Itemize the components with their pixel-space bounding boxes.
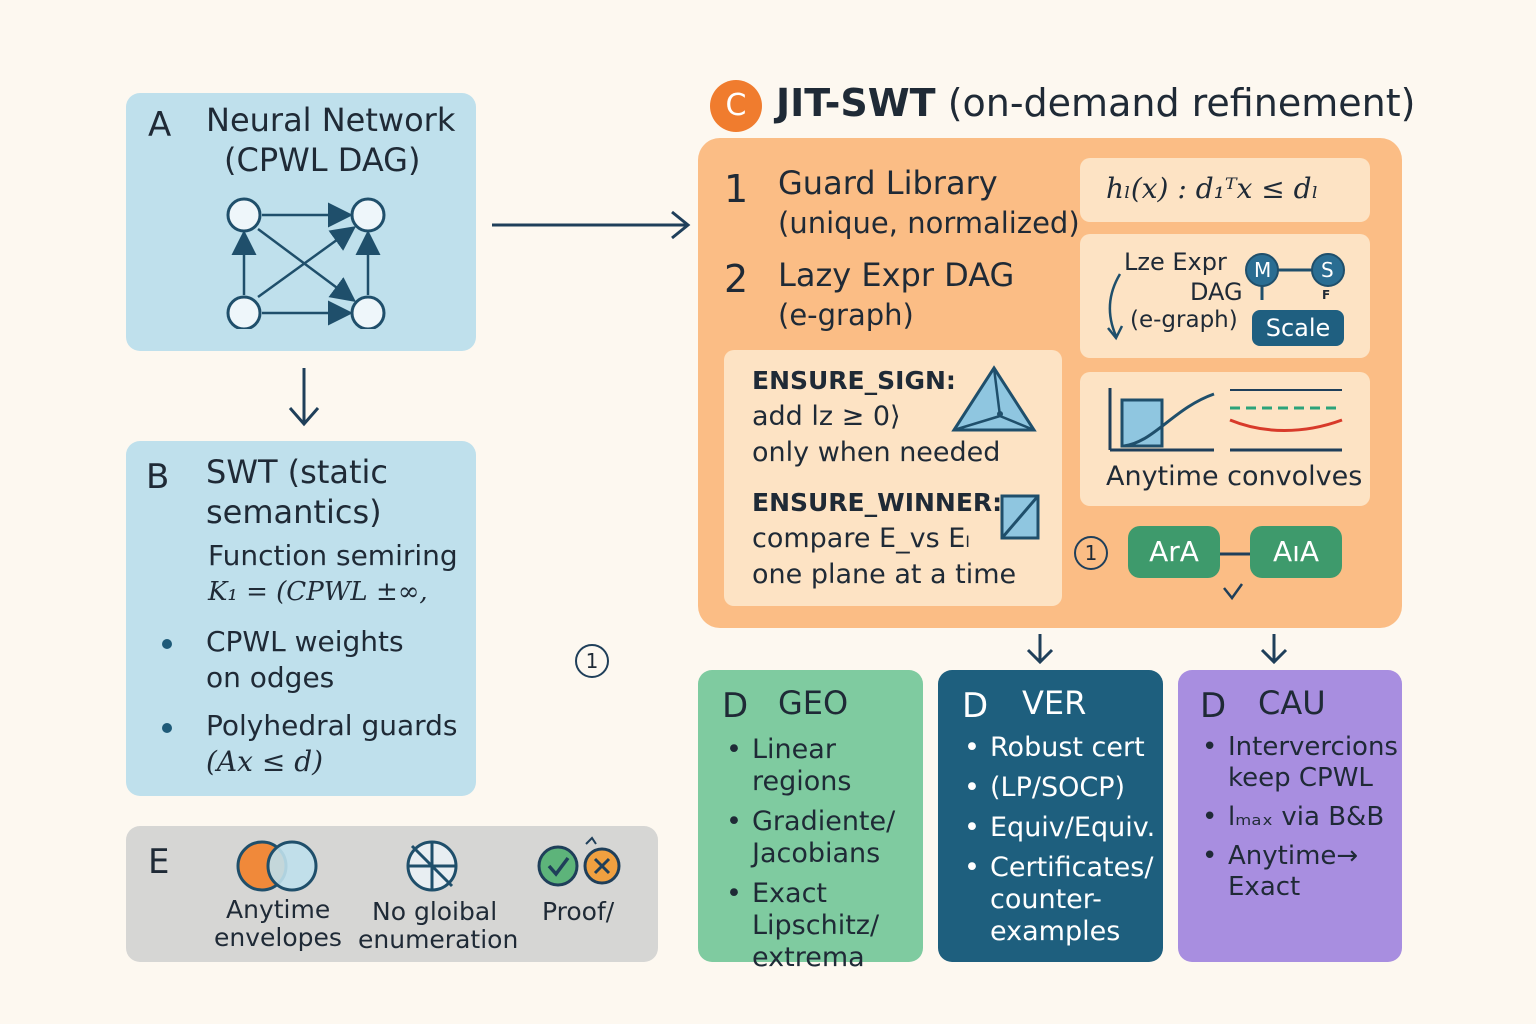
panel-b: B SWT (static semantics) Function semiri…	[126, 441, 476, 796]
ensure-winner-line2: compare E_vs Eₗ	[752, 523, 970, 554]
geo-item: Linear regions	[724, 734, 920, 798]
panel-b-letter: B	[146, 457, 170, 497]
pill-left-label: ArA	[1149, 535, 1199, 568]
panel-d-ver-title: VER	[1022, 684, 1087, 722]
no-enumeration-line2: enumeration	[358, 925, 519, 954]
function-semiring-label: Function semiring	[208, 539, 458, 572]
ver-item: (LP/SOCP)	[962, 772, 1158, 804]
panel-c-circled-one-text: 1	[1084, 541, 1098, 565]
anytime-convolves-label: Anytime convolves	[1106, 461, 1363, 492]
item1-number: 1	[724, 167, 749, 211]
panel-b-title-line1: SWT (static	[206, 453, 389, 491]
anytime-box: Anytime convolves	[1080, 372, 1370, 506]
arrow-c-to-ver	[1026, 634, 1054, 665]
pyramid-icon	[951, 365, 1037, 432]
bullet-cpwl-line2: on odges	[206, 661, 335, 694]
panel-d-cau-letter: D	[1200, 686, 1227, 726]
panel-c-heading: JIT-SWT (on-demand refinement)	[776, 80, 1415, 126]
convolve-plot-icon	[1108, 388, 1343, 452]
panel-a: A Neural Network (CPWL DAG)	[126, 93, 476, 351]
pill-right-label: AıA	[1272, 535, 1320, 568]
cau-item: lₘₐₓ via B&B	[1200, 802, 1400, 833]
arrow-c-to-cau	[1260, 634, 1288, 665]
ensure-sign-label: ENSURE_SIGN:	[752, 366, 956, 395]
ver-item: Robust cert	[962, 732, 1158, 764]
ensure-box: ENSURE_SIGN: add lz ≥ 0⟩ only when neede…	[724, 350, 1062, 606]
split-square-icon	[1000, 494, 1040, 540]
bullet-guards-line1: Polyhedral guards	[206, 709, 458, 742]
lazy-expr-box: Lze Expr DAG (e-graph) M S F Scale	[1080, 234, 1370, 358]
ensure-sign-line3: only when needed	[752, 437, 1001, 468]
bullet-dot	[162, 723, 172, 733]
panel-d-geo-letter: D	[722, 686, 749, 726]
ver-item: Certificates/counter-examples	[962, 852, 1158, 948]
no-enumeration-icon	[406, 840, 458, 892]
panel-c: 1 Guard Library (unique, normalized) 2 L…	[698, 138, 1402, 628]
formula-box: hₗ(x) : d₁ᵀx ≤ dₗ	[1080, 158, 1370, 222]
panel-c-circled-one: 1	[1074, 536, 1108, 570]
lze-line3: (e-graph)	[1130, 307, 1238, 333]
scale-label: Scale	[1265, 314, 1331, 342]
item1-subtitle: (unique, normalized)	[778, 206, 1080, 240]
circled-one-marker: 1	[575, 644, 609, 678]
pill-left: ArA	[1128, 526, 1220, 578]
lze-line1: Lze Expr	[1124, 248, 1227, 276]
cau-item: Anytime→Exact	[1200, 841, 1400, 903]
scale-badge: Scale	[1252, 310, 1344, 346]
geo-item: Gradiente/Jacobians	[724, 806, 920, 870]
node-f-label: F	[1322, 288, 1331, 302]
network-graph-icon	[226, 197, 386, 329]
venn-envelopes-icon	[236, 840, 318, 892]
pill-right: AıA	[1250, 526, 1342, 578]
panel-e-letter: E	[148, 842, 170, 882]
node-s-label: S	[1321, 258, 1334, 282]
no-enumeration-line1: No gloibal	[372, 897, 498, 926]
panel-a-title-line1: Neural Network	[206, 101, 456, 139]
panel-d-geo-title: GEO	[778, 684, 849, 722]
panel-a-letter: A	[148, 105, 172, 145]
envelopes-line1: Anytime	[226, 895, 331, 924]
ensure-sign-line2: add lz ≥ 0⟩	[752, 401, 901, 432]
curved-arrow-icon	[1107, 273, 1124, 341]
ver-list: Robust cert (LP/SOCP) Equiv/Equiv. Certi…	[962, 732, 1158, 956]
proof-check-cross-icon	[537, 836, 621, 887]
arrow-a-to-b	[288, 368, 320, 427]
proof-label: Proof/	[542, 897, 615, 926]
panel-c-letter: C	[725, 88, 747, 123]
guard-formula: hₗ(x) : d₁ᵀx ≤ dₗ	[1106, 172, 1319, 205]
lze-line2: DAG	[1190, 278, 1243, 306]
panel-d-ver: D VER Robust cert (LP/SOCP) Equiv/Equiv.…	[938, 670, 1163, 962]
panel-c-heading-rest: (on-demand refinement)	[947, 81, 1416, 125]
bullet-cpwl-line1: CPWL weights	[206, 625, 404, 658]
ver-item: Equiv/Equiv.	[962, 812, 1158, 844]
panel-d-ver-letter: D	[962, 686, 989, 726]
item2-number: 2	[724, 257, 749, 301]
panel-d-cau-title: CAU	[1258, 684, 1326, 722]
item1-title: Guard Library	[778, 164, 998, 202]
node-m-label: M	[1254, 258, 1272, 282]
function-semiring-formula: K₁ = (CPWL ±∞,	[208, 577, 428, 607]
panel-e: E Anytime envelopes No gloibal enumerati…	[126, 826, 658, 962]
panel-d-geo: D GEO Linear regions Gradiente/Jacobians…	[698, 670, 923, 973]
panel-b-title-line2: semantics)	[206, 493, 382, 531]
bullet-dot	[162, 639, 172, 649]
bullet-guards-line2: (Ax ≤ d)	[206, 745, 324, 778]
ensure-winner-line3: one plane at a time	[752, 559, 1017, 590]
panel-c-badge: C	[710, 80, 762, 132]
envelopes-line2: envelopes	[214, 923, 342, 952]
geo-list: Linear regions Gradiente/Jacobians Exact…	[724, 734, 920, 982]
m-s-nodes-icon	[1245, 253, 1345, 300]
item2-title: Lazy Expr DAG	[778, 256, 1015, 294]
ensure-winner-label: ENSURE_WINNER:	[752, 488, 1003, 517]
panel-c-heading-bold: JIT-SWT	[776, 81, 936, 125]
item2-subtitle: (e-graph)	[778, 298, 914, 332]
pill-connector	[1220, 552, 1252, 601]
circled-one-text: 1	[585, 649, 599, 673]
arrow-a-to-c	[492, 210, 691, 240]
panel-a-title-line2: (CPWL DAG)	[224, 141, 421, 179]
